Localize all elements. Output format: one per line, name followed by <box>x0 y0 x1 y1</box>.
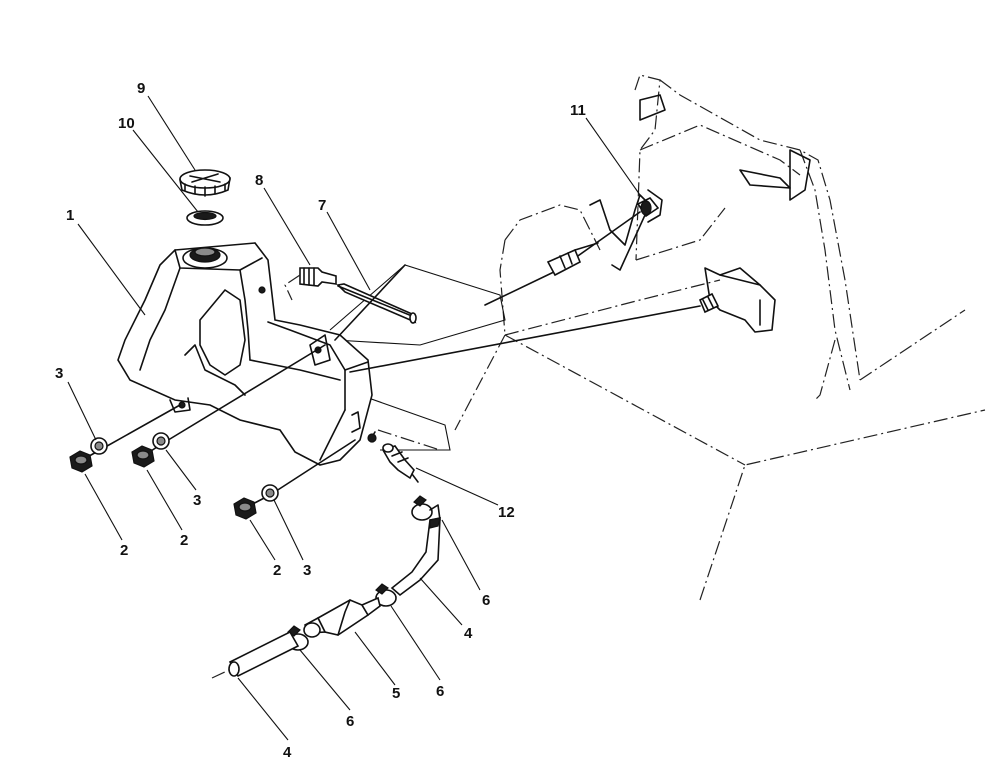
callout-11: 11 <box>570 102 586 119</box>
callout-6: 6 <box>346 713 354 730</box>
nut-2-left <box>69 450 93 473</box>
callout-8: 8 <box>255 172 263 189</box>
hose-clamp-middle <box>375 583 397 607</box>
frame-bracket-upper <box>589 94 811 271</box>
fuel-hose-lower <box>211 630 300 679</box>
vehicle-frame-outline <box>329 74 986 601</box>
tank-filler-neck <box>182 247 228 269</box>
washer-3-middle <box>152 432 170 450</box>
callout-10: 10 <box>118 115 135 132</box>
callout-3: 3 <box>55 365 63 382</box>
vent-check-valve <box>636 196 660 218</box>
frame-fitting-lower <box>349 292 720 373</box>
washer-3-left <box>90 437 108 455</box>
fuel-hose-upper <box>390 517 441 597</box>
callout-labels: 1 2 2 2 3 3 3 4 4 5 6 6 6 7 8 9 10 11 12 <box>55 80 586 761</box>
washer-3-right <box>261 484 279 502</box>
callout-2: 2 <box>180 532 188 549</box>
fuel-outlet-fitting <box>367 433 419 483</box>
fuel-filter <box>303 596 381 638</box>
callout-2: 2 <box>273 562 281 579</box>
fuel-outlet-connector-line <box>369 429 441 451</box>
nut-2-middle <box>131 445 155 468</box>
callout-3: 3 <box>303 562 311 579</box>
callout-1: 1 <box>66 207 74 224</box>
cap-gasket <box>186 210 224 226</box>
callout-9: 9 <box>137 80 145 97</box>
callout-4: 4 <box>464 625 473 642</box>
vent-fitting <box>284 267 337 301</box>
hose-clamp-upper <box>411 495 441 521</box>
nut-2-right <box>233 497 257 520</box>
callout-5: 5 <box>392 685 400 702</box>
fuel-cap <box>179 169 231 197</box>
callout-3: 3 <box>193 492 201 509</box>
fuel-tank <box>117 242 373 466</box>
callout-6: 6 <box>482 592 490 609</box>
vent-line-to-frame <box>334 211 641 341</box>
callout-12: 12 <box>498 504 515 521</box>
callout-leader-lines <box>67 95 641 741</box>
callout-7: 7 <box>318 197 326 214</box>
callout-2: 2 <box>120 542 128 559</box>
vent-hose <box>336 283 417 324</box>
callout-4: 4 <box>283 744 292 761</box>
callout-6: 6 <box>436 683 444 700</box>
